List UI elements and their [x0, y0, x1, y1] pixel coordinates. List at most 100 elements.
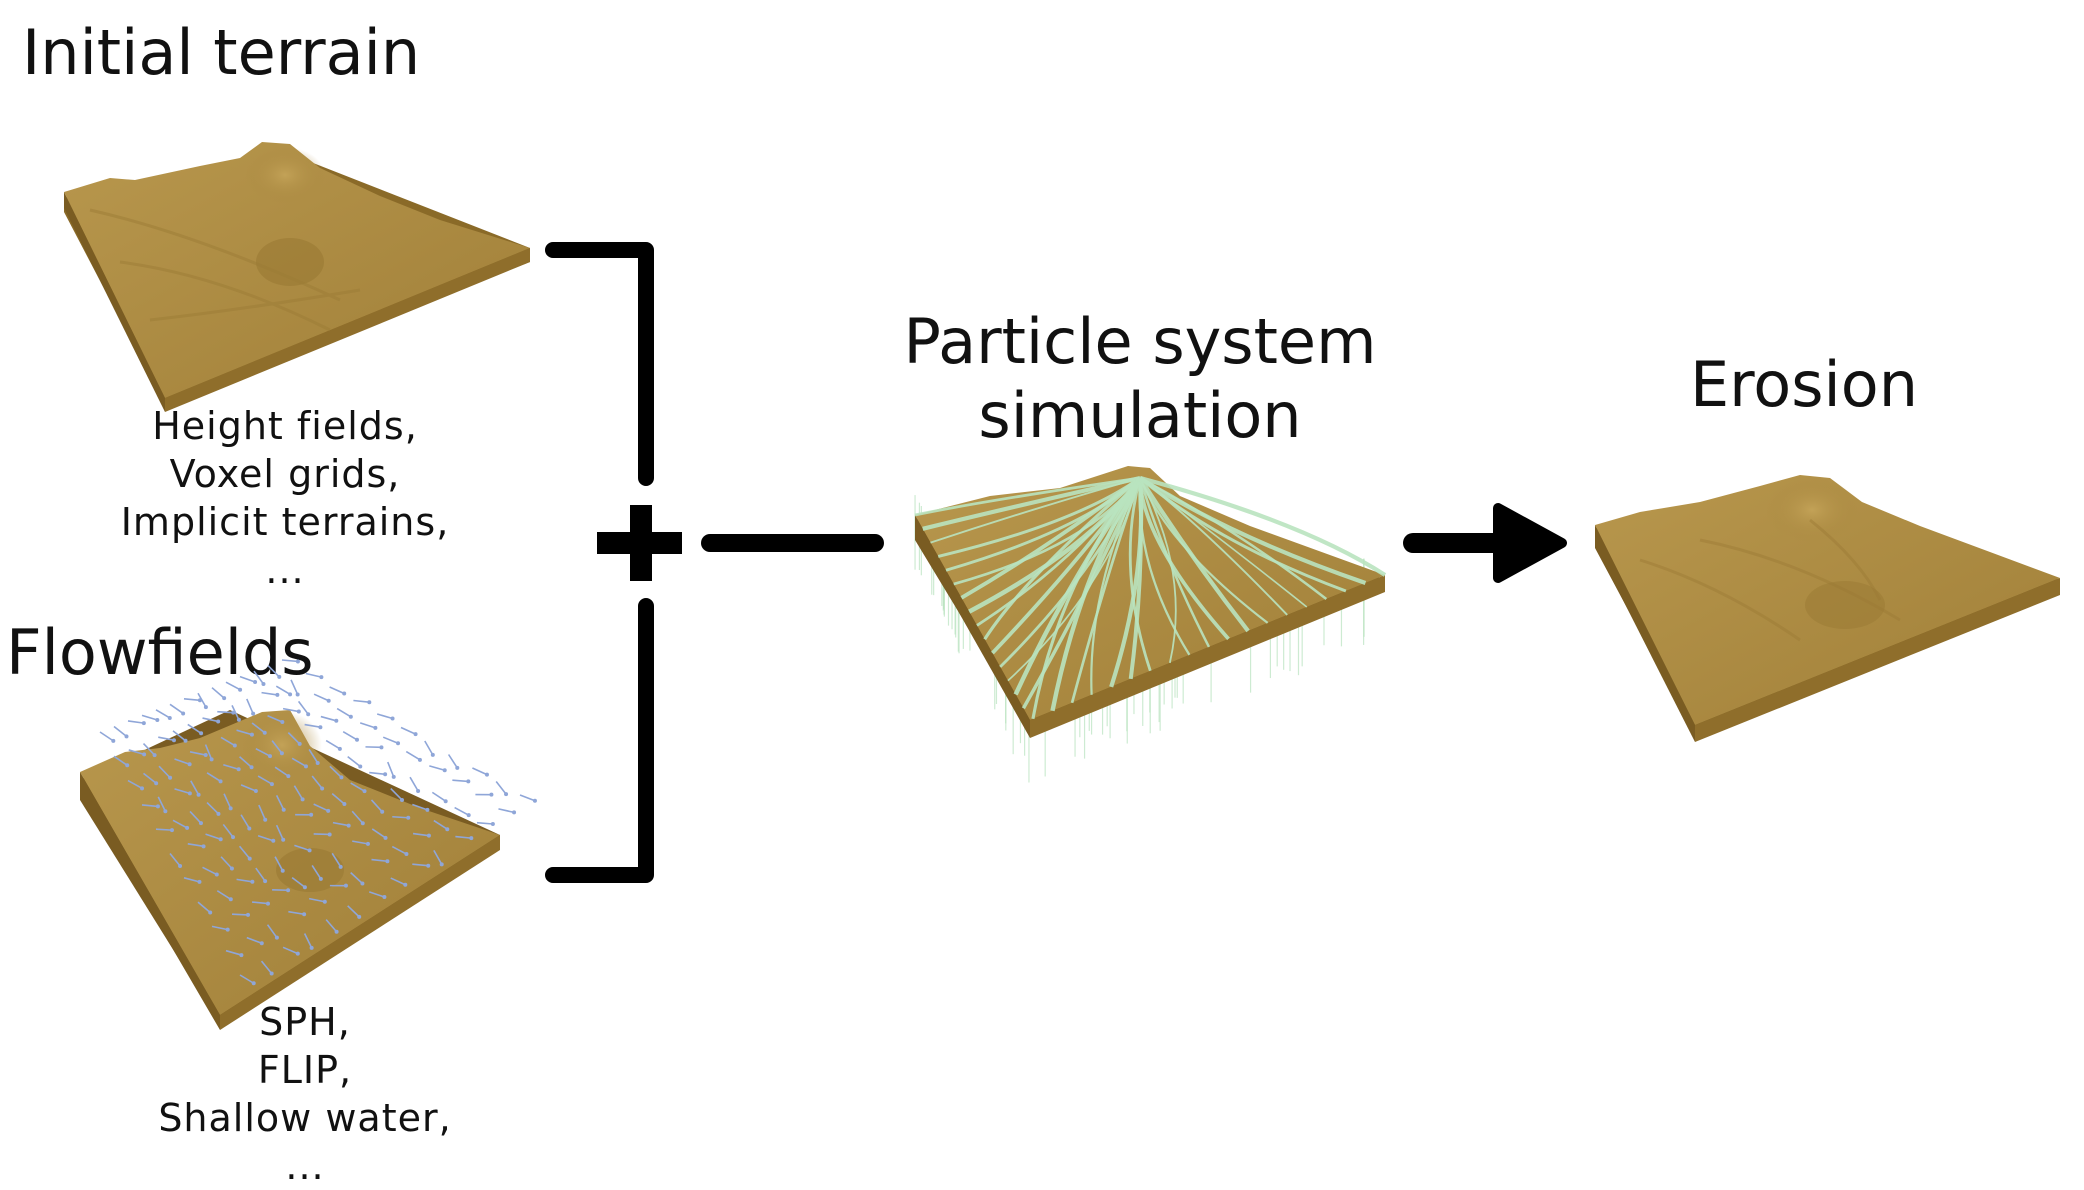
flow-vector-head: [443, 768, 447, 772]
flow-vector-head: [125, 734, 129, 738]
flow-vector-head: [210, 757, 214, 761]
flow-vector-head: [263, 879, 267, 883]
flow-vector-head: [504, 792, 508, 796]
flow-vector-head: [426, 864, 430, 868]
flow-vector: [410, 777, 418, 791]
flow-vector: [226, 682, 240, 690]
flow-vector-head: [320, 786, 324, 790]
flow-vector-head: [204, 705, 208, 709]
flow-vector-head: [334, 719, 338, 723]
flow-vector-head: [373, 726, 377, 730]
flow-vector-head: [197, 880, 201, 884]
flow-vector-head: [485, 773, 489, 777]
flow-vector-head: [296, 659, 300, 663]
flow-vector-head: [202, 844, 206, 848]
flow-vector-head: [125, 763, 129, 767]
flow-vector-head: [392, 775, 396, 779]
flow-vector-head: [275, 936, 279, 940]
flow-vector-head: [156, 804, 160, 808]
flow-vector: [217, 712, 233, 713]
flow-vector-head: [188, 762, 192, 766]
flow-vector-head: [308, 848, 312, 852]
flow-vector-head: [204, 753, 208, 757]
flow-vector-head: [361, 821, 365, 825]
flow-vector-head: [246, 913, 250, 917]
flow-vector-head: [358, 764, 362, 768]
flow-vector-head: [261, 682, 265, 686]
flow-vector-head: [239, 953, 243, 957]
flow-vector-head: [153, 753, 157, 757]
flow-vector-head: [199, 731, 203, 735]
flow-vector: [455, 808, 469, 816]
flow-vector: [425, 741, 433, 755]
flow-vector-head: [253, 680, 257, 684]
flow-vector: [326, 741, 340, 749]
flow-vector-head: [181, 711, 185, 715]
flow-vector-head: [297, 710, 301, 714]
flow-vector: [184, 699, 200, 701]
flow-vector-head: [281, 838, 285, 842]
flow-vector-head: [185, 826, 189, 830]
flow-vector-head: [425, 808, 429, 812]
flow-vector: [392, 817, 408, 818]
flow-vector: [170, 704, 183, 713]
flow-vector-head: [288, 692, 292, 696]
initial-terrain-block: [64, 142, 530, 412]
flow-vector-head: [445, 827, 449, 831]
flow-vector-head: [238, 688, 242, 692]
flow-vector-head: [347, 824, 351, 828]
flow-vector: [369, 773, 385, 775]
flow-vector-head: [188, 791, 192, 795]
flow-vector-head: [469, 836, 473, 840]
flow-vector-head: [270, 782, 274, 786]
flow-vector: [520, 795, 535, 801]
flow-vector-head: [304, 764, 308, 768]
flow-vector: [212, 688, 224, 698]
flow-vector-head: [282, 808, 286, 812]
flow-vector-head: [403, 883, 407, 887]
flow-vector-head: [250, 765, 254, 769]
flow-vector: [343, 732, 357, 740]
flow-vector-head: [155, 718, 159, 722]
flow-vector: [360, 723, 375, 728]
flow-vector-head: [237, 767, 241, 771]
flow-vector-head: [215, 873, 219, 877]
flow-vector-head: [391, 716, 395, 720]
flowfield-block: [80, 659, 537, 1030]
flow-vector-head: [379, 745, 383, 749]
flow-vector-head: [252, 981, 256, 985]
flow-vector: [142, 715, 157, 720]
flow-vector-head: [281, 869, 285, 873]
flow-vector-head: [286, 774, 290, 778]
flow-vector: [100, 732, 113, 741]
flow-vector-head: [342, 692, 346, 696]
flow-vector: [276, 686, 290, 694]
flow-vector-head: [250, 733, 254, 737]
flow-vector-head: [404, 852, 408, 856]
flow-vector-head: [222, 696, 226, 700]
flow-vector-head: [247, 826, 251, 830]
flow-vector-head: [306, 712, 310, 716]
flow-vector-head: [339, 865, 343, 869]
flow-vector-head: [418, 758, 422, 762]
flow-vector-head: [280, 720, 284, 724]
flow-vector-head: [111, 739, 115, 743]
bracket-lower-arm: [553, 606, 646, 875]
flow-vector-head: [444, 799, 448, 803]
flow-vector: [268, 666, 279, 677]
flow-vector-head: [310, 946, 314, 950]
flow-vector-head: [254, 789, 258, 793]
flow-vector-head: [170, 828, 174, 832]
flow-vector-head: [178, 864, 182, 868]
flow-vector-head: [226, 928, 230, 932]
flow-vector-head: [199, 821, 203, 825]
flow-vector: [472, 768, 487, 775]
flow-vector-head: [363, 789, 367, 793]
flow-vector-head: [326, 809, 330, 813]
flow-vector-head: [335, 930, 339, 934]
flow-vector-head: [216, 812, 220, 816]
flow-vector-head: [316, 761, 320, 765]
flow-vector: [128, 721, 144, 723]
flow-vector: [449, 755, 458, 768]
